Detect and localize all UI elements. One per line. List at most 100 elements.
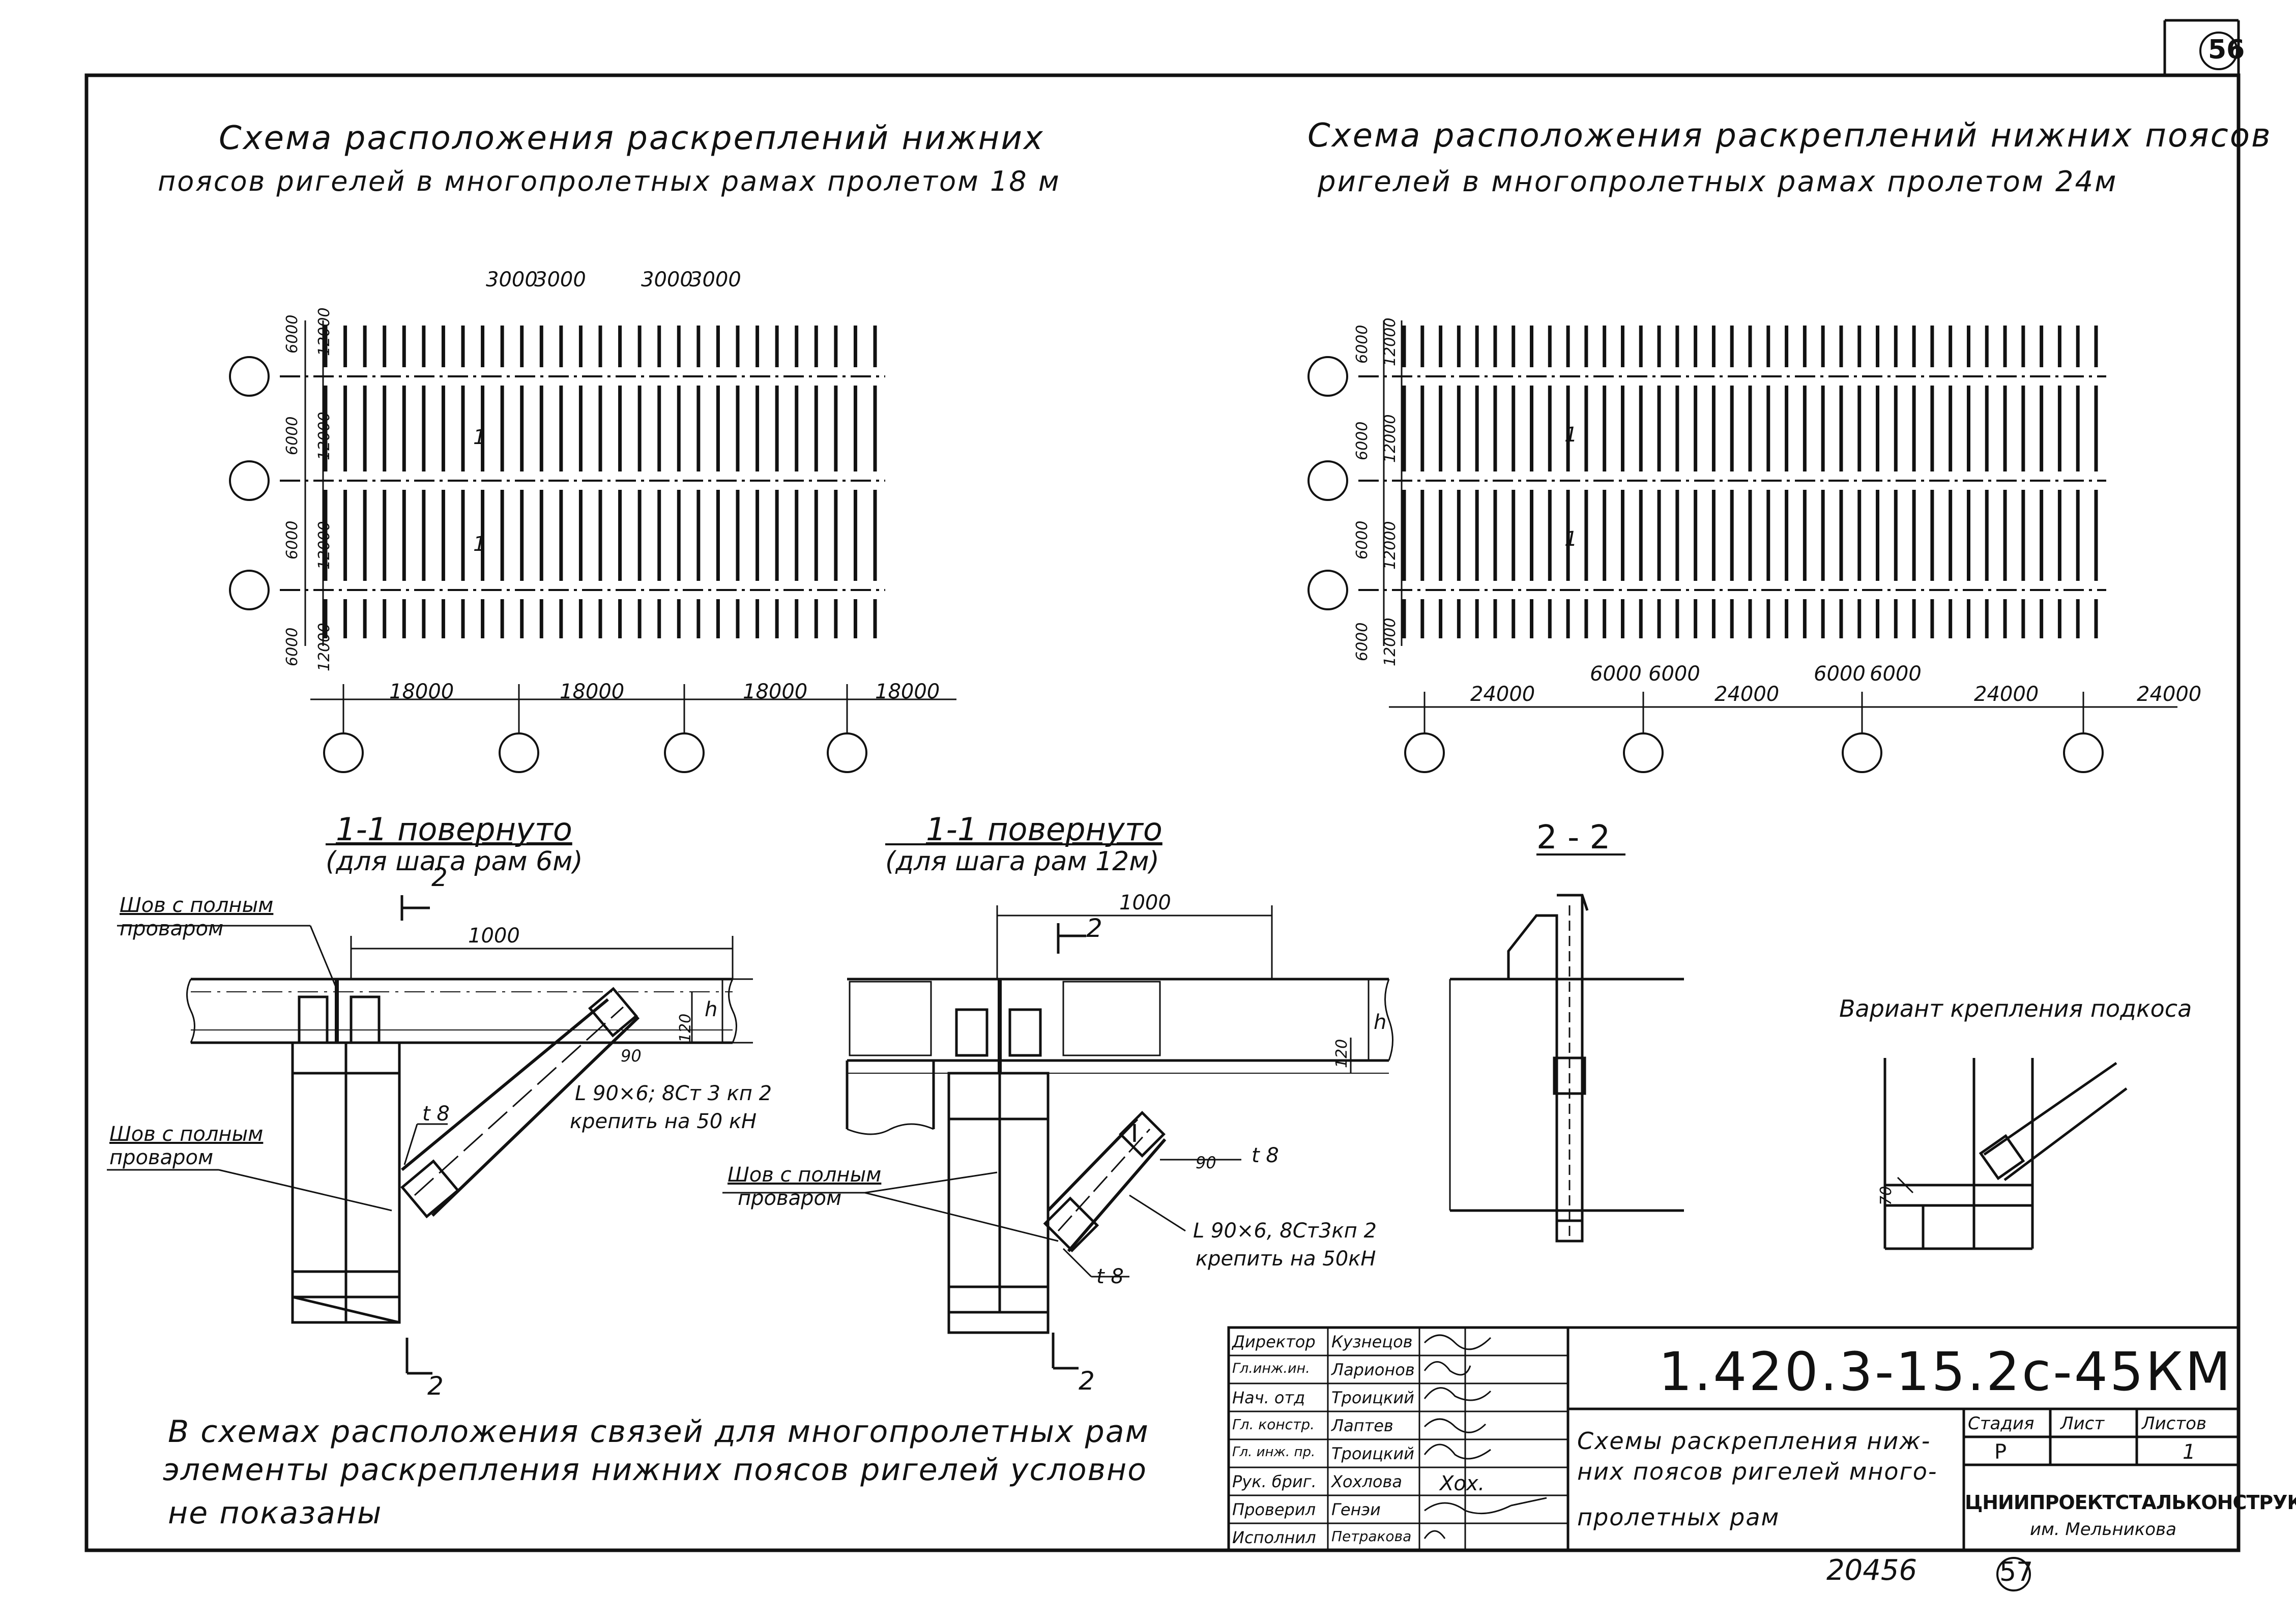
tb-name-4: Лаптев	[1331, 1416, 1393, 1435]
grid-axis-bubble	[1404, 732, 1445, 773]
sec12-dim-1000: 1000	[1119, 891, 1171, 915]
right-bottom-dim-3: 24000	[1974, 683, 2039, 706]
sec6-cut-bottom: 2	[427, 1371, 444, 1401]
sec6-dim-1000: 1000	[468, 924, 520, 948]
right-bottom-dim-2: 24000	[1714, 683, 1780, 706]
right-bottom-dim-1: 24000	[1470, 683, 1535, 706]
tb-role-4: Гл. констр.	[1232, 1416, 1315, 1433]
sec6-weld-top-2: проваром	[120, 917, 224, 940]
right-bottom-dim-4: 24000	[2137, 683, 2202, 706]
left-title-1: Схема расположения раскреплений нижних	[219, 120, 1044, 157]
right-title-1: Схема расположения раскреплений нижних п…	[1307, 117, 2272, 155]
sec6-dim-120: 120	[677, 1013, 694, 1043]
drawing-frame	[84, 19, 2241, 1552]
right-inner-dim-4: 6000	[1870, 662, 1922, 686]
title-block-grid	[1227, 1326, 2240, 1552]
sec12-dim-90: 90	[1196, 1153, 1216, 1172]
grid-axis-bubble	[1307, 460, 1348, 501]
plan-24m	[1307, 320, 2177, 773]
sec6-plate: t 8	[422, 1102, 450, 1126]
right-section-mark-2: 1	[1564, 527, 1578, 551]
left-side-dim-3: 6000	[283, 416, 301, 455]
right-title-2: ригелей в многопролетных рамах пролетом …	[1318, 165, 2118, 198]
left-side-dim-8: 12000	[315, 623, 333, 671]
grid-axis-bubble	[827, 732, 867, 773]
sec6-cut-top: 2	[431, 863, 448, 892]
note-line-1: В схемах расположения связей для многопр…	[168, 1414, 1149, 1450]
left-top-dim-4: 3000	[689, 268, 741, 291]
right-side-dim-5: 6000	[1353, 520, 1371, 559]
grid-axis-bubble	[1842, 732, 1882, 773]
right-side-dim-8: 12000	[1381, 617, 1399, 666]
tb-name-2: Ларионов	[1331, 1360, 1415, 1379]
tb-stage-label: Стадия	[1968, 1413, 2035, 1434]
sec12-plate-bottom: t 8	[1096, 1265, 1124, 1288]
grid-axis-bubble	[229, 356, 270, 397]
sec12-dim-120: 120	[1333, 1039, 1351, 1068]
right-section-mark-1: 1	[1564, 423, 1578, 447]
right-inner-dim-1: 6000	[1590, 662, 1642, 686]
section-1-1-6m	[107, 843, 753, 1375]
grid-axis-bubble	[229, 460, 270, 501]
right-side-dim-3: 6000	[1353, 421, 1371, 460]
note-line-2: элементы раскрепления нижних поясов риге…	[163, 1452, 1147, 1488]
sec12-weld-1: Шов с полным	[728, 1163, 882, 1187]
tb-role-6: Рук. бриг.	[1232, 1472, 1317, 1491]
grid-axis-bubble	[499, 732, 539, 773]
tb-name-7: Генэи	[1331, 1500, 1381, 1519]
left-side-dim-1: 6000	[283, 314, 301, 353]
sec12-bolt-spec: крепить на 50кН	[1196, 1247, 1376, 1271]
tb-sheets-label: Листов	[2142, 1413, 2207, 1434]
right-inner-dim-3: 6000	[1814, 662, 1866, 686]
tb-role-2: Гл.инж.ин.	[1232, 1361, 1310, 1376]
sec12-plate-top: t 8	[1252, 1144, 1279, 1167]
grid-axis-bubble	[2063, 732, 2104, 773]
page-number-ring	[1996, 32, 2238, 1591]
grid-axis-bubble	[1307, 356, 1348, 397]
sheet-number: 56	[2208, 35, 2245, 65]
tb-name-5: Троицкий	[1331, 1444, 1414, 1463]
grid-axis-bubble	[1623, 732, 1664, 773]
right-side-dim-7: 6000	[1353, 622, 1371, 661]
sec6-weld-mid-1: Шов с полным	[109, 1123, 264, 1146]
sec12-title: 1-1 повернуто	[926, 811, 1162, 848]
tb-role-1: Директор	[1232, 1332, 1316, 1351]
tb-role-3: Нач. отд	[1232, 1388, 1305, 1407]
left-section-mark-2: 1	[473, 533, 486, 556]
left-bottom-dim-3: 18000	[743, 680, 808, 703]
inventory-number: 20456	[1826, 1554, 1917, 1587]
sec6-subtitle: (для шага рам 6м)	[326, 846, 583, 877]
tb-name-8: Петракова	[1331, 1528, 1412, 1545]
grid-axis-bubble	[323, 732, 364, 773]
tb-org-1: ЦНИИПРОЕКТСТАЛЬКОНСТРУКЦИЯ	[1965, 1491, 2296, 1514]
tb-stage-value: Р	[1994, 1440, 2007, 1464]
page-number: 57	[1999, 1557, 2033, 1587]
left-side-dim-2: 12000	[315, 307, 333, 356]
note-line-3: не показаны	[168, 1495, 383, 1531]
sec12-subtitle: (для шага рам 12м)	[885, 846, 1159, 877]
sec6-weld-top-1: Шов с полным	[120, 894, 274, 917]
tb-role-5: Гл. инж. пр.	[1232, 1444, 1316, 1460]
doc-code: 1.420.3-15.2с-45КМ	[1659, 1341, 2233, 1403]
sec12-dim-h: h	[1374, 1011, 1387, 1034]
left-top-dim-3: 3000	[641, 268, 693, 291]
left-top-dim-1: 3000	[486, 268, 538, 291]
left-bottom-dim-2: 18000	[560, 680, 625, 703]
tb-desc-2: них поясов ригелей много-	[1577, 1458, 1938, 1485]
tb-name-6: Хохлова	[1331, 1472, 1402, 1491]
left-side-dim-5: 6000	[283, 520, 301, 559]
variant-detail	[1883, 1058, 2128, 1250]
section-2-2	[1449, 853, 1684, 1243]
left-side-dim-4: 12000	[315, 411, 333, 460]
sec6-title: 1-1 повернуто	[336, 811, 572, 848]
sec6-angle-spec: L 90×6; 8Ст 3 кп 2	[575, 1082, 772, 1105]
sec12-cut-top: 2	[1086, 913, 1102, 943]
sec12-angle-spec: L 90×6, 8Ст3кп 2	[1193, 1219, 1377, 1243]
grid-axis-bubble	[229, 570, 270, 610]
sec6-dim-h: h	[705, 998, 718, 1021]
plan-18m	[229, 320, 956, 773]
right-side-dim-2: 12000	[1381, 317, 1399, 366]
sec12-weld-2: проваром	[738, 1187, 842, 1210]
right-inner-dim-2: 6000	[1648, 662, 1700, 686]
